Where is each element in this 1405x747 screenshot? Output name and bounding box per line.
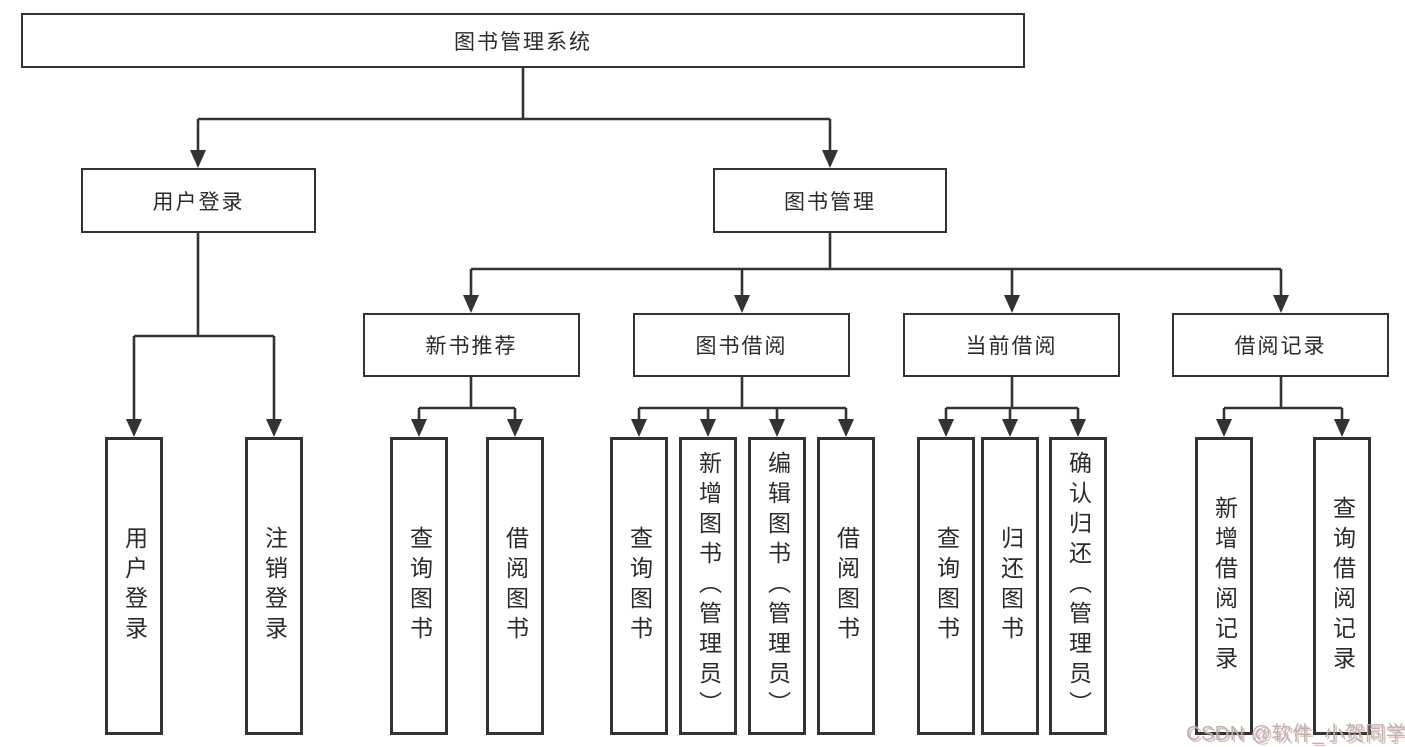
- node-root-library-system: 图书管理系统: [21, 13, 1025, 68]
- leaf-logout: 注销登录: [245, 437, 303, 735]
- leaf-query-borrow-record: 查询借阅记录: [1313, 437, 1371, 735]
- leaf-confirm-return-admin: 确认归还（管理员）: [1049, 437, 1107, 735]
- connectors-book-borrow-branch: [631, 377, 854, 437]
- leaf-edit-books-admin: 编辑图书（管理员）: [748, 437, 806, 735]
- node-new-book-recommend: 新书推荐: [363, 313, 580, 377]
- node-current-borrow: 当前借阅: [903, 313, 1120, 377]
- connectors-new-book-recommend-branch: [411, 377, 523, 437]
- node-user-login: 用户登录: [81, 168, 316, 233]
- leaf-add-books-admin: 新增图书（管理员）: [679, 437, 737, 735]
- connectors-root-branch: [190, 68, 838, 168]
- connectors-user-login-branch: [126, 233, 282, 437]
- leaf-query-books-newbooks: 查询图书: [390, 437, 448, 735]
- leaf-query-books-borrow: 查询图书: [610, 437, 668, 735]
- csdn-watermark: CSDN @软件_小贺同学: [1186, 723, 1405, 745]
- connectors-borrow-records-branch: [1216, 377, 1350, 437]
- node-book-borrow: 图书借阅: [633, 313, 850, 377]
- leaf-borrow-books-borrow: 借阅图书: [817, 437, 875, 735]
- node-book-management: 图书管理: [713, 168, 947, 233]
- leaf-user-login: 用户登录: [105, 437, 163, 735]
- node-borrow-records: 借阅记录: [1172, 313, 1389, 377]
- leaf-borrow-books-newbooks: 借阅图书: [486, 437, 544, 735]
- leaf-query-books-current: 查询图书: [917, 437, 975, 735]
- connectors-book-management-branch: [463, 233, 1289, 313]
- leaf-return-books: 归还图书: [981, 437, 1039, 735]
- connectors-current-borrow-branch: [938, 377, 1086, 437]
- leaf-add-borrow-record: 新增借阅记录: [1195, 437, 1253, 735]
